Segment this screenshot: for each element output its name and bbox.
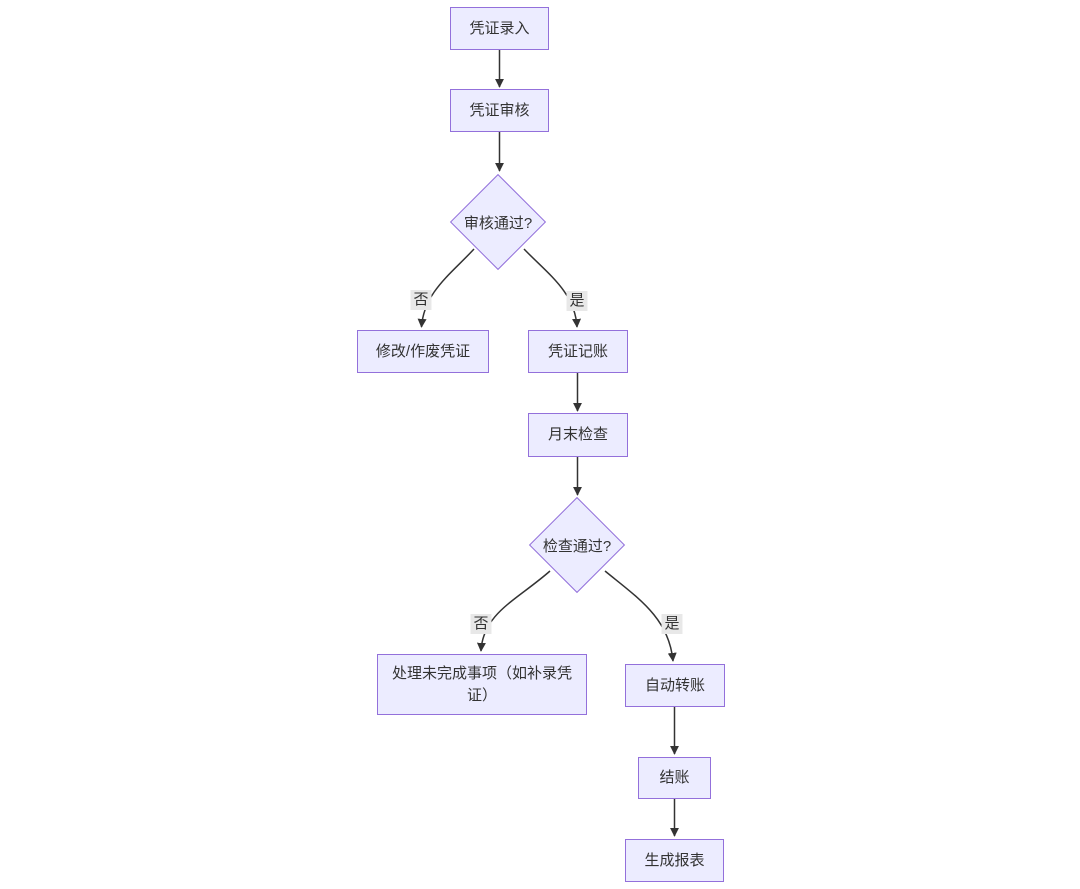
edge-label-review-yes: 是 [566, 291, 588, 311]
edge-check-yes-to-transfer [604, 570, 677, 662]
node-closing: 结账 [638, 757, 711, 799]
edge-decision-yes-to-posting [523, 248, 582, 328]
node-month-end-check: 月末检查 [528, 413, 628, 457]
node-auto-transfer: 自动转账 [625, 664, 725, 707]
edge-label-review-no: 否 [410, 290, 432, 310]
edge-decision-no-to-modify [417, 248, 475, 328]
edge-label-check-no: 否 [470, 614, 492, 634]
node-generate-report: 生成报表 [625, 839, 724, 882]
node-modify-void-voucher: 修改/作废凭证 [357, 330, 489, 373]
node-voucher-entry: 凭证录入 [450, 7, 549, 50]
node-review-decision: 审核通过? [449, 173, 547, 271]
node-review-decision-label: 审核通过? [463, 214, 533, 232]
node-check-decision: 检查通过? [528, 496, 626, 594]
node-voucher-review: 凭证审核 [450, 89, 549, 132]
node-handle-pending-items: 处理未完成事项（如补录凭证） [377, 654, 587, 715]
node-voucher-posting: 凭证记账 [528, 330, 628, 373]
edge-check-no-to-pending [476, 570, 551, 652]
node-check-decision-label: 检查通过? [542, 537, 612, 555]
edge-label-check-yes: 是 [661, 614, 683, 634]
